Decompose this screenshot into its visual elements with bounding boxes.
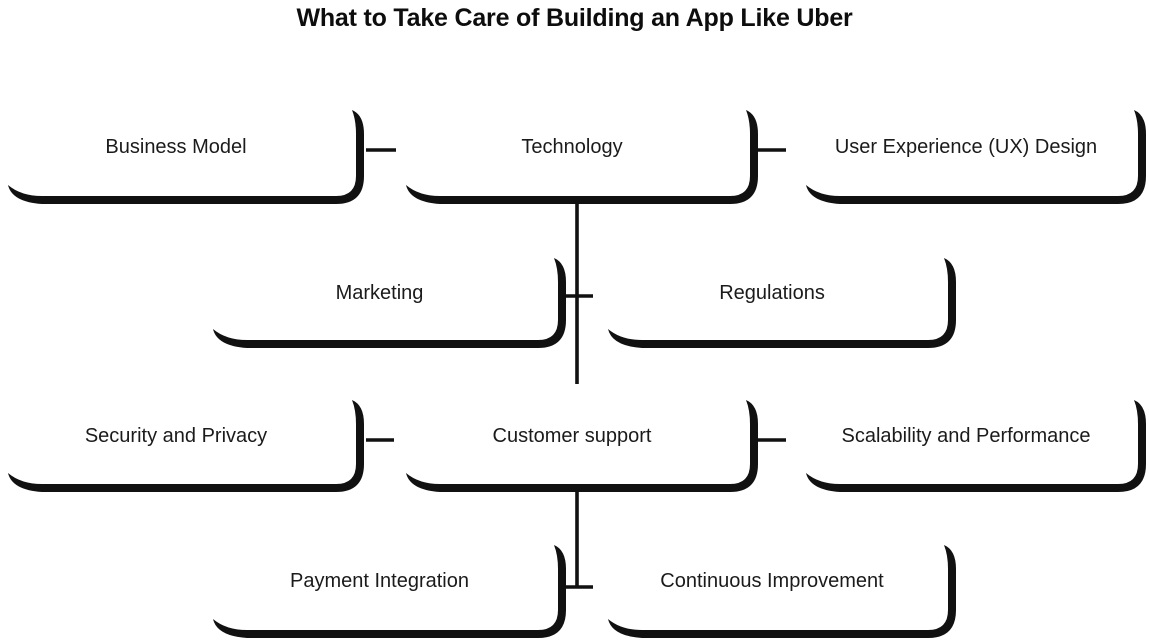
node-shape-technology: [406, 110, 758, 204]
node-shape-security-and-privacy: [8, 400, 364, 492]
node-shape-ux-design: [806, 110, 1146, 204]
node-shape-marketing: [213, 258, 566, 348]
diagram-title: What to Take Care of Building an App Lik…: [296, 4, 853, 32]
node-shape-payment-integration: [213, 545, 566, 638]
node-shape-business-model: [8, 110, 364, 204]
node-shape-continuous-improvement: [608, 545, 956, 638]
node-shape-customer-support: [406, 400, 758, 492]
node-shape-regulations: [608, 258, 956, 348]
node-shape-scalability-performance: [806, 400, 1146, 492]
